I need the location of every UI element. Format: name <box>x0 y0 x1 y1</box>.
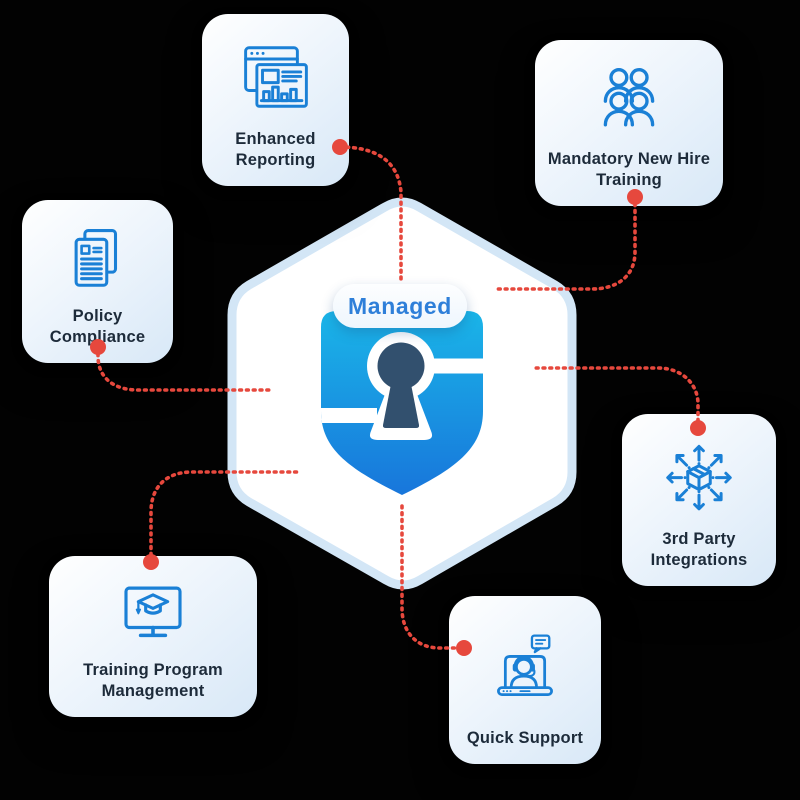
card-quick-support: Quick Support <box>449 596 601 764</box>
card-training-program-management: Training Program Management <box>49 556 257 717</box>
card-third-party-integrations: 3rd Party Integrations <box>622 414 776 586</box>
card-label: Enhanced Reporting <box>235 129 316 169</box>
managed-badge-label: Managed <box>348 292 452 319</box>
managed-badge: Managed <box>333 284 467 328</box>
card-label: Training Program Management <box>83 660 223 700</box>
shield-right-slit <box>427 358 483 374</box>
card-label: 3rd Party Integrations <box>650 529 748 569</box>
support-agent-icon <box>486 608 564 728</box>
policy-documents-icon <box>63 212 133 306</box>
shield-left-slit <box>321 408 377 423</box>
connector-mandatory-new-hire-training <box>494 195 637 291</box>
card-label: Quick Support <box>466 728 584 747</box>
team-users-icon <box>592 52 666 149</box>
connector-enhanced-reporting <box>338 145 403 283</box>
training-monitor-icon <box>112 568 194 660</box>
shield-keyhole-icon <box>321 311 483 495</box>
card-mandatory-new-hire-training: Mandatory New Hire Training <box>535 40 723 206</box>
integrations-cube-icon <box>659 426 739 529</box>
card-policy-compliance: Policy Compliance <box>22 200 173 363</box>
keyhole-icon <box>377 342 425 390</box>
card-label: Policy Compliance <box>49 306 146 346</box>
connector-training-program-management <box>149 470 301 564</box>
report-browser-icon <box>237 26 315 129</box>
card-label: Mandatory New Hire Training <box>547 149 711 189</box>
card-enhanced-reporting: Enhanced Reporting <box>202 14 349 186</box>
